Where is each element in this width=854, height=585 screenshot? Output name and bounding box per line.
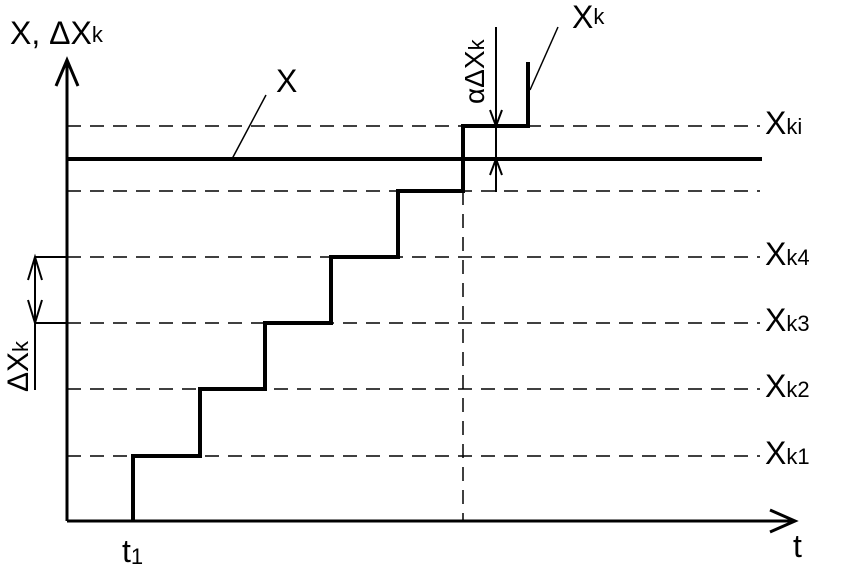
x-label-leader	[231, 94, 267, 160]
arrow-down-icon	[489, 109, 503, 129]
level-label-k2: Xk2	[765, 368, 810, 404]
level-label-k3: Xk3	[765, 302, 810, 338]
x-axis-arrow-icon	[769, 508, 799, 534]
level-label-k4: Xk4	[765, 236, 810, 272]
x-line-label: X	[276, 63, 297, 99]
xk-label: Xk	[572, 0, 605, 35]
level-label-k1: Xk1	[765, 435, 810, 471]
arrow-up-icon	[27, 253, 43, 281]
staircase-xk	[131, 62, 530, 521]
y-axis-arrow-icon	[54, 56, 80, 87]
alpha-dxk-label: αΔXk	[459, 38, 490, 104]
x-axis-label: t	[793, 528, 802, 564]
arrow-up-icon	[489, 156, 503, 176]
arrow-down-icon	[27, 299, 43, 327]
y-axis-label: X, ΔXk	[10, 15, 104, 51]
dxk-label: ΔXk	[2, 340, 35, 392]
level-label-ki: Xki	[765, 105, 802, 141]
t1-label: t1	[122, 533, 143, 569]
xk-label-leader	[529, 26, 559, 91]
